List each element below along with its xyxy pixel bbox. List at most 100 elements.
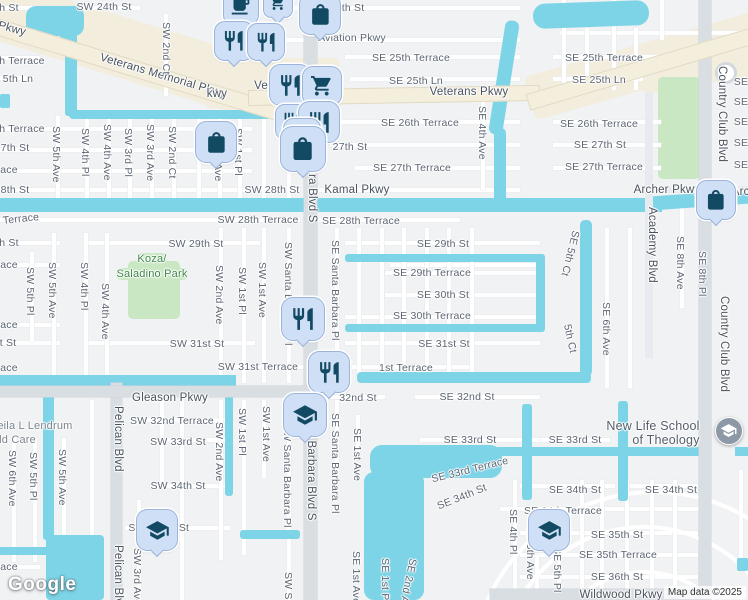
poi-marker[interactable] [299,0,341,42]
street [0,148,252,152]
street-label: SW 1st Ave [260,406,272,463]
restaurant-icon [319,361,339,383]
street [90,400,94,600]
street [180,400,184,600]
poi-marker[interactable] [195,121,237,170]
canal [735,447,748,456]
street-label: SW 28th Terrace [217,214,299,226]
street [660,0,664,40]
street-label: SE 27th Terrace [564,161,644,173]
street-label: ace [0,259,18,271]
street [540,438,610,442]
poi-marker[interactable] [136,509,178,558]
canal [737,558,748,571]
street-label: SW 3rd Ave [131,548,143,600]
shopping-bag-icon [708,190,724,210]
street-label: SE Santa Barbara Pl [329,413,341,514]
graduation-cap-icon [721,424,737,438]
street-label: St [178,522,190,534]
canal [490,447,706,456]
street [520,484,615,488]
street [605,228,609,388]
street-label: ace [0,362,18,374]
street-label: ace [0,164,18,176]
poi-marker[interactable] [283,393,327,444]
street-label: SW 5th Pl [24,267,36,316]
poi-marker[interactable] [308,351,350,400]
poi-marker[interactable] [528,509,570,558]
street [612,0,616,90]
street [0,169,252,173]
street-label: SW Santa Barbara Pl [282,572,294,600]
street-label: SW 5th Ave [46,262,58,319]
street [513,480,517,600]
google-logo[interactable]: Google [8,574,77,595]
street-label: SW 28th St [244,184,300,196]
street-label: Archer Pkwy [633,184,701,196]
map-attribution: Map data ©2025 [663,586,746,599]
poi-marker[interactable] [223,0,259,32]
street [420,438,540,442]
street-label: Koza/ [137,253,167,265]
street [318,188,520,192]
street [164,14,168,96]
street-label: Aviation Pkwy [318,32,386,44]
street [318,395,385,399]
street [150,484,230,488]
poi-marker[interactable] [696,180,736,227]
poi-marker[interactable] [715,417,743,445]
street [238,116,242,202]
street [415,395,540,399]
canal [522,404,532,500]
street-label: SE [733,159,748,171]
shopping-cart-icon [311,76,331,96]
street-label: SW 3rd Ave [144,124,156,182]
street-label: SW 1st Ave [256,262,268,319]
poi-marker[interactable] [247,23,285,68]
street [425,228,429,376]
street-label: SW 29th St [168,238,224,250]
shopping-bag-icon [293,137,313,161]
poi-marker[interactable] [281,297,325,348]
street [345,315,540,319]
street-label: t St [0,337,17,349]
street [128,116,132,202]
street-label: SE 30th Terrace [392,310,472,322]
graduation-cap-icon [537,520,561,540]
street-label: SE 33rd St [443,434,497,446]
canal [536,254,545,332]
street-label: h Terrace [0,55,45,67]
street [137,500,141,600]
street [105,233,109,383]
pin-tip [270,9,286,25]
street [0,76,34,80]
street-label: Veterans Pkwy [429,86,509,98]
street-label: 8th St [0,184,30,196]
street [30,252,34,342]
poi-marker[interactable] [280,126,326,179]
street-label: Wildwood Pkwy [579,589,663,600]
street-label: kwy [206,88,228,100]
graduation-cap-icon [293,405,317,425]
street [0,56,40,60]
poi-marker[interactable] [263,0,293,25]
street-label: SE 4th Pl [507,509,519,555]
street-label: SE 1st Pl [379,558,391,600]
street-label: SW 4th Pl [78,262,90,311]
street-label: SE 29th St [416,238,470,250]
canal [345,324,541,332]
street-label: S [128,522,136,534]
street-label: h St [0,2,19,14]
street-label: SE 1st Ave [351,428,363,482]
street-label: SW 31st St [169,338,225,350]
street [345,341,540,345]
street-label: SE [733,137,748,149]
street-label: SE 29th Terrace [392,267,472,279]
canal [532,0,650,30]
street-label: Child Care [0,434,36,446]
street-label: SW 32nd Terrace [130,415,214,427]
street [262,400,266,478]
poi-marker[interactable] [302,66,342,113]
street-label: SE 4th Ave [476,106,488,160]
